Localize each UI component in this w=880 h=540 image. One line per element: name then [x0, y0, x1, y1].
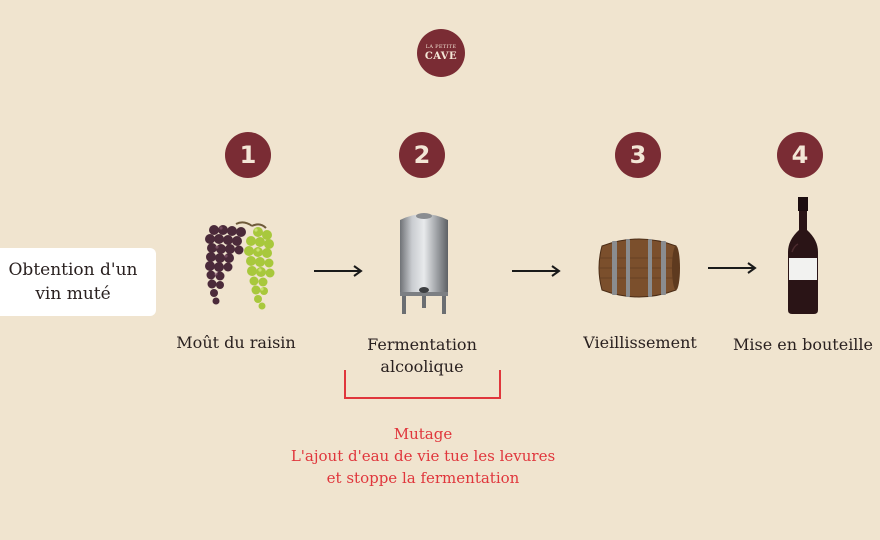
mutage-bracket — [344, 370, 501, 399]
logo-main-text: CAVE — [424, 50, 458, 62]
step-number-3: 3 — [615, 132, 661, 178]
step-label-4: Mise en bouteille — [728, 334, 878, 356]
barrel-icon — [598, 238, 680, 298]
intro-line-2: vin muté — [35, 284, 111, 304]
intro-line-1: Obtention d'un — [8, 260, 138, 280]
step-label-1: Moût du raisin — [166, 332, 306, 354]
arrow-right-icon — [708, 262, 757, 274]
mutage-title: Mutage — [393, 425, 453, 443]
mutage-note: Mutage L'ajout d'eau de vie tue les levu… — [260, 423, 586, 489]
step-number-2: 2 — [399, 132, 445, 178]
step-label-3-text: Vieillissement — [583, 333, 697, 352]
step-label-1-text: Moût du raisin — [176, 333, 296, 352]
logo-top-text: LA PETITE — [425, 43, 457, 50]
mutage-line-2: et stoppe la fermentation — [326, 469, 520, 487]
brand-logo: LA PETITE CAVE — [417, 29, 465, 77]
step-label-2-line-2: alcoolique — [380, 357, 464, 376]
wine-bottle-icon — [788, 197, 818, 314]
mutage-line-1: L'ajout d'eau de vie tue les levures — [290, 447, 556, 465]
arrow-right-icon — [512, 265, 561, 277]
process-label-box: Obtention d'un vin muté — [0, 248, 156, 316]
arrow-right-icon — [314, 265, 363, 277]
grapes-icon — [205, 221, 275, 310]
step-label-4-text: Mise en bouteille — [732, 335, 874, 354]
fermentation-tank-icon — [400, 213, 448, 314]
step-number-1: 1 — [225, 132, 271, 178]
step-label-2: Fermentation alcoolique — [352, 334, 492, 378]
step-label-3: Vieillissement — [570, 332, 710, 354]
step-number-4: 4 — [777, 132, 823, 178]
step-label-2-line-1: Fermentation — [367, 335, 477, 354]
